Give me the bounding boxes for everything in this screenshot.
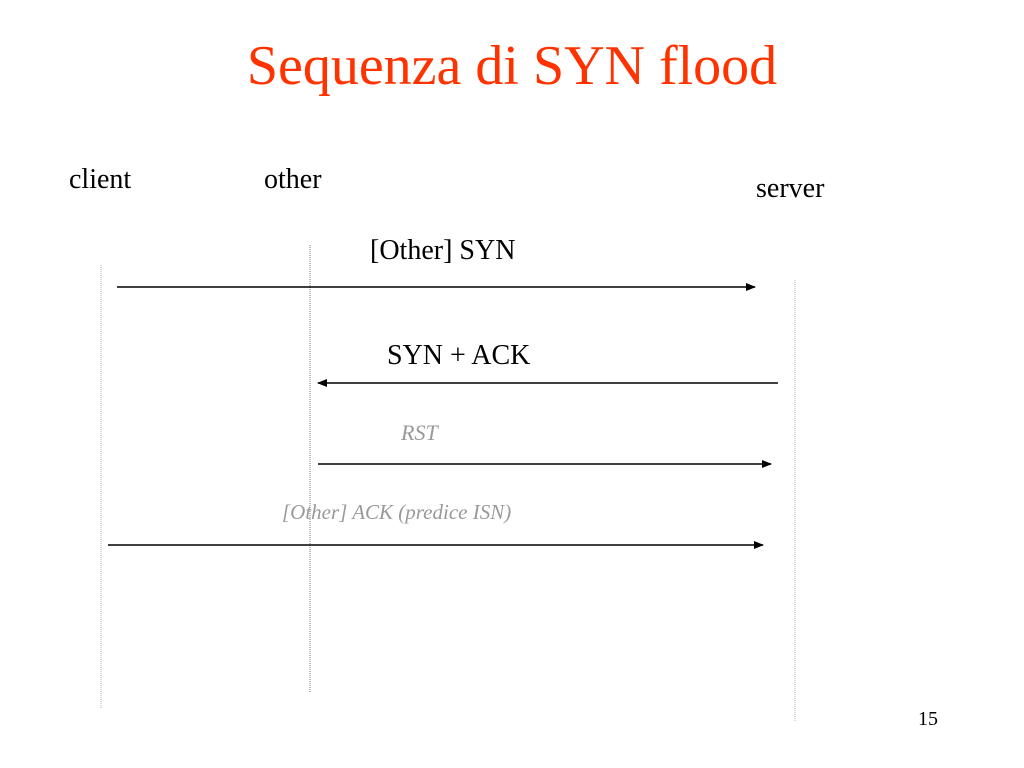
slide-title: Sequenza di SYN flood [246, 35, 778, 97]
message-label-syn-ack: SYN + ACK [387, 340, 531, 371]
actor-other-label: other [264, 164, 322, 195]
message-label-syn: [Other] SYN [370, 235, 516, 266]
message-label-rst: RST [401, 420, 438, 445]
actor-server-label: server [756, 173, 825, 204]
page-number: 15 [918, 708, 938, 730]
actor-client-label: client [69, 164, 132, 195]
message-label-ack: [Other] ACK (predice ISN) [282, 500, 512, 524]
